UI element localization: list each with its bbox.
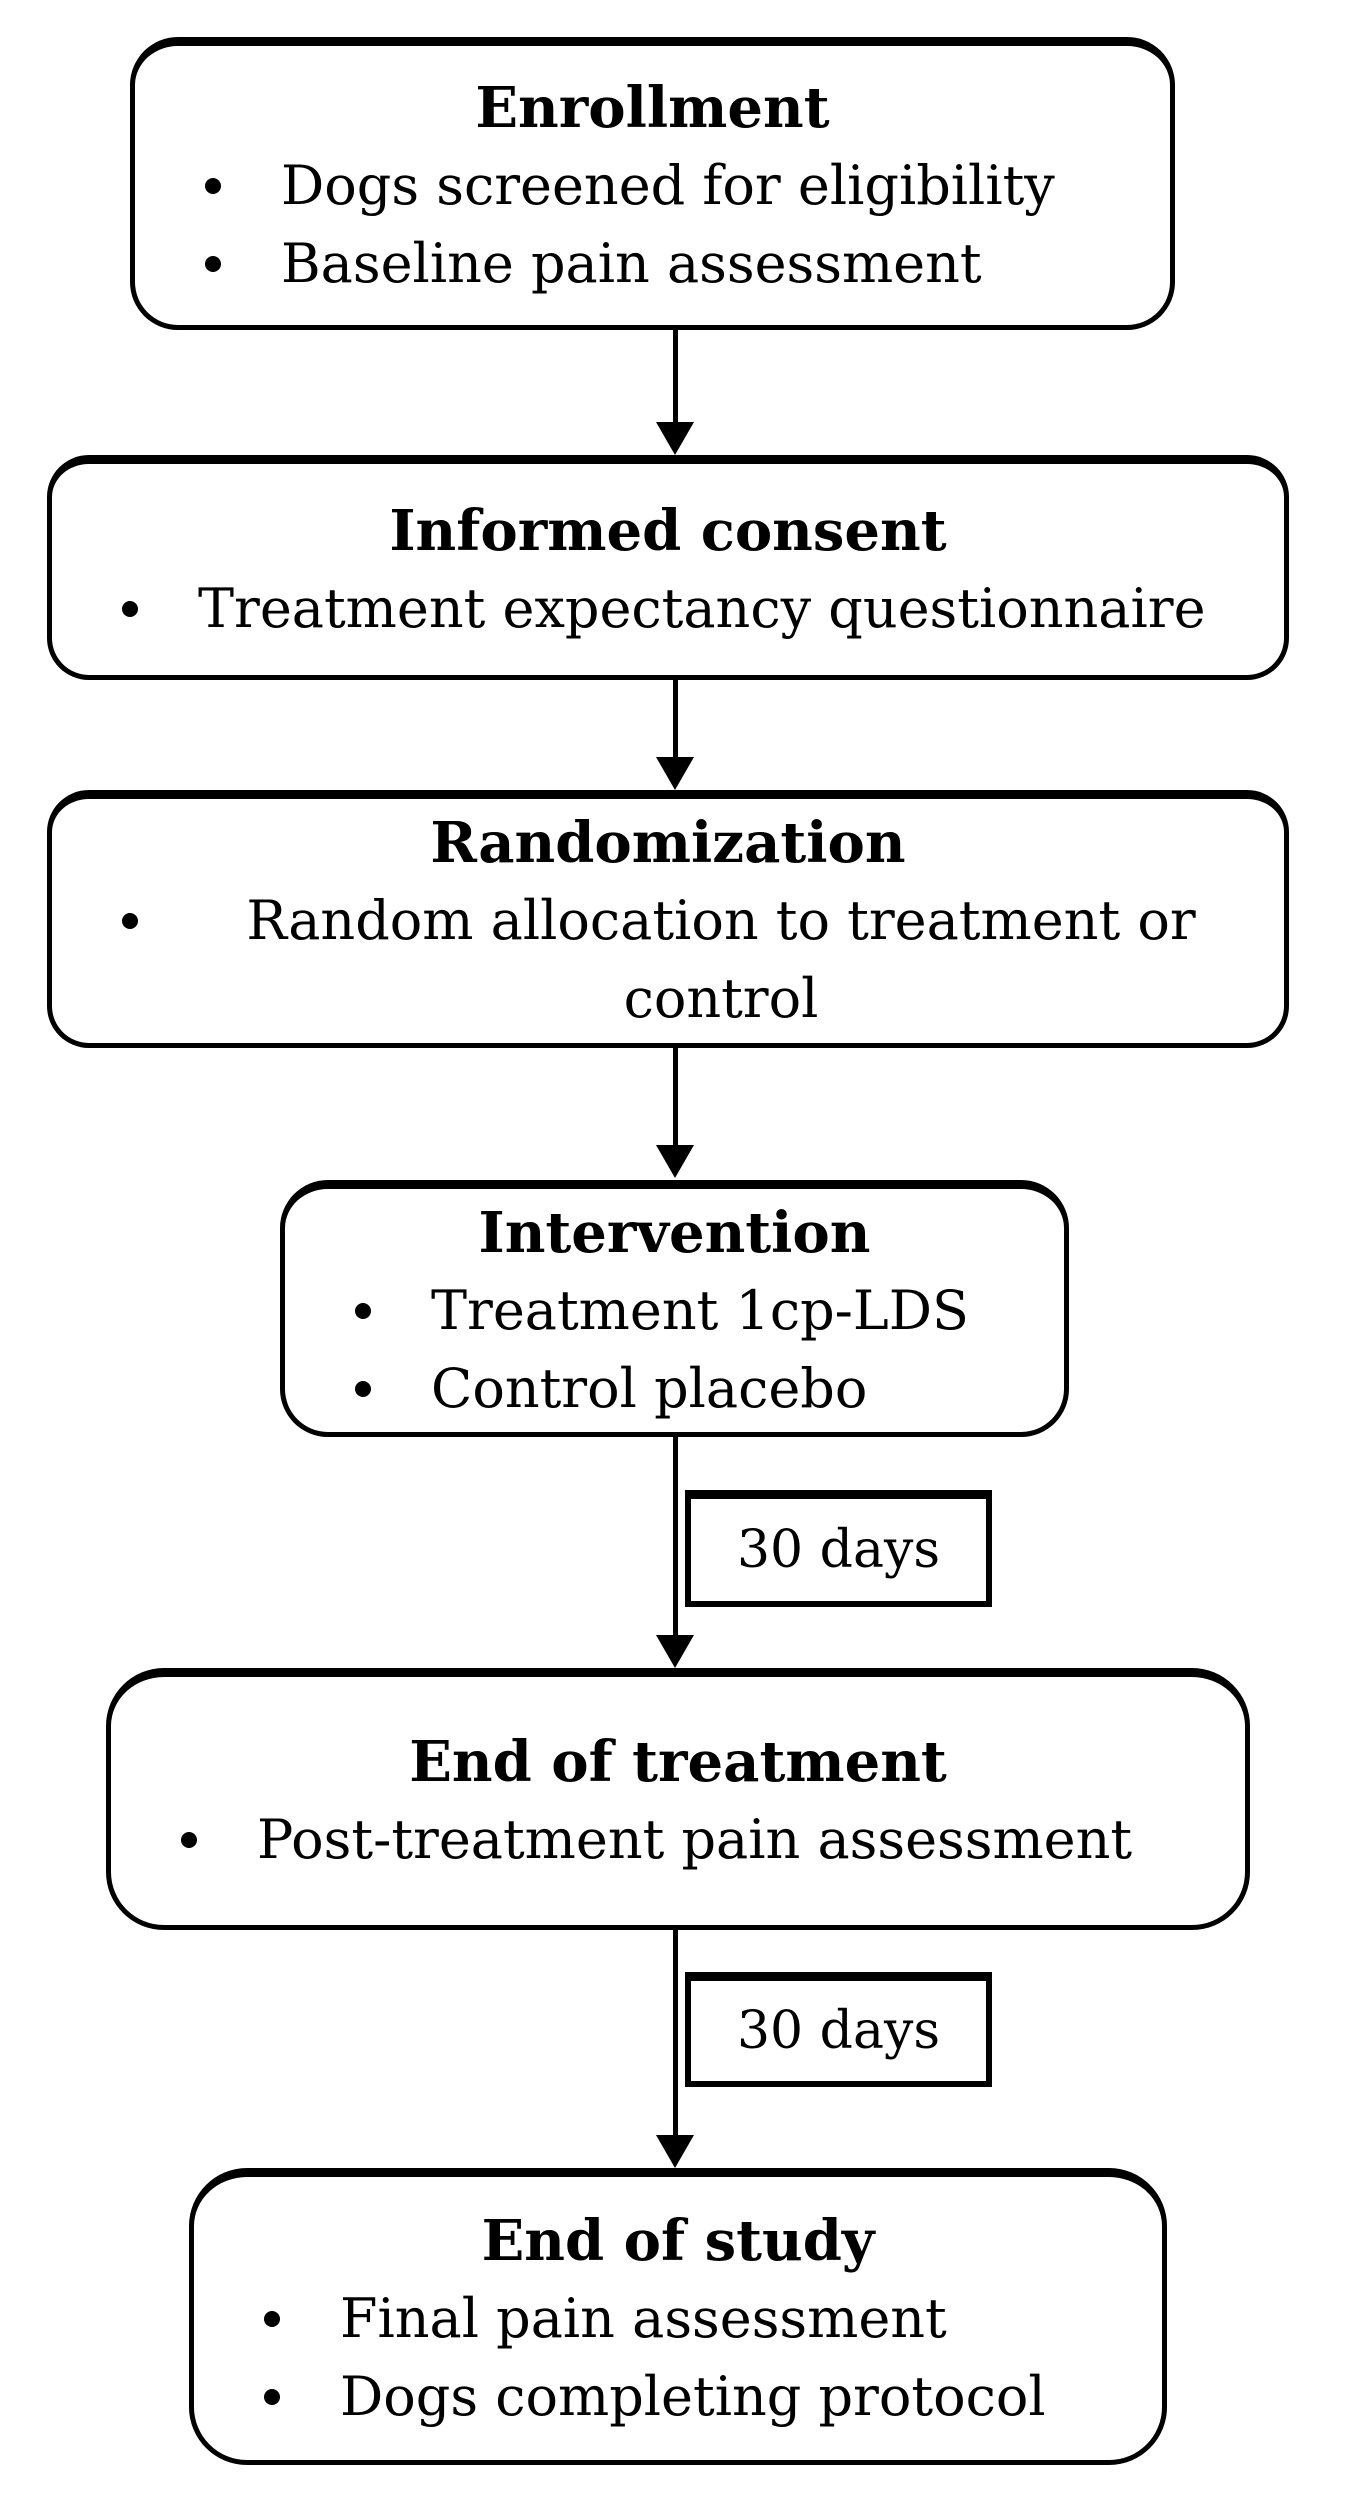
box-intervention: Intervention Treatment 1cp-LDS Control p… [280,1180,1069,1437]
arrow-head-icon [656,1635,694,1668]
bullet-item: Post-treatment pain assessment [111,1801,1245,1879]
box-end-of-study: End of study Final pain assessment Dogs … [189,2168,1167,2465]
interval-label-box: 30 days [685,1490,992,1607]
box-title: Intervention [478,1199,871,1266]
bullet-label: Treatment expectancy questionnaire [198,576,1206,640]
interval-label: 30 days [736,1520,941,1580]
bullet-label: Final pain assessment [340,2286,947,2350]
bullet-label: Post-treatment pain assessment [257,1808,1133,1871]
box-end-of-treatment: End of treatment Post-treatment pain ass… [106,1668,1250,1930]
box-title: Randomization [430,810,906,876]
bullet-item: Treatment 1cp-LDS [285,1272,1064,1350]
box-enrollment: Enrollment Dogs screened for eligibility… [130,37,1175,330]
bullet-icon [122,913,138,929]
bullet-label: Dogs completing protocol [340,2364,1046,2428]
bullet-icon [122,600,138,617]
box-informed-consent: Informed consent Treatment expectancy qu… [47,455,1289,680]
bullet-item: Dogs completing protocol [194,2358,1162,2436]
arrow-line [673,678,678,759]
bullet-item: Baseline pain assessment [135,225,1170,303]
arrow-head-icon [656,757,694,790]
interval-label-box: 30 days [685,1972,992,2087]
interval-label: 30 days [736,2001,941,2061]
bullet-item: Random allocation to treatment or contro… [52,882,1284,1038]
bullet-label: Control placebo [431,1356,868,1420]
arrow-head-icon [656,2135,694,2168]
arrow-head-icon [656,1145,694,1178]
bullet-label: Baseline pain assessment [281,231,982,295]
arrow-line [673,1437,678,1637]
bullet-icon [205,177,221,194]
bullet-item: Final pain assessment [194,2280,1162,2358]
bullet-item: Treatment expectancy questionnaire [52,570,1284,648]
bullet-label: Treatment 1cp-LDS [431,1278,970,1342]
bullet-label: Dogs screened for eligibility [281,153,1055,217]
arrow-line [673,1928,678,2137]
bullet-icon [205,255,221,272]
box-title: End of study [481,2207,875,2274]
bullet-icon [264,2310,280,2327]
bullet-icon [355,1380,371,1397]
arrow-line [673,328,678,424]
box-randomization: Randomization Random allocation to treat… [47,790,1289,1048]
bullet-item: Control placebo [285,1350,1064,1428]
arrow-line [673,1046,678,1147]
bullet-icon [181,1832,197,1848]
arrow-head-icon [656,422,694,455]
bullet-label: Random allocation to treatment or contro… [246,889,1196,1030]
bullet-icon [355,1302,371,1319]
box-title: Informed consent [389,497,947,564]
box-title: End of treatment [409,1729,947,1795]
box-title: Enrollment [475,74,830,141]
bullet-item: Dogs screened for eligibility [135,147,1170,225]
bullet-icon [264,2388,280,2405]
